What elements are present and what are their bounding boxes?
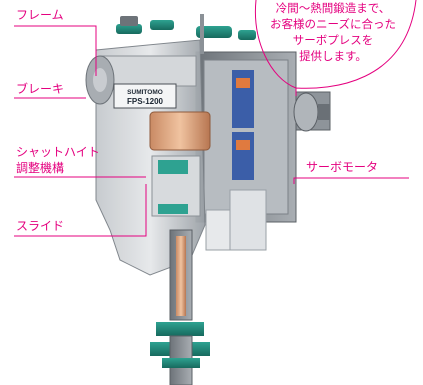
servo-motor-housing [195, 51, 331, 223]
slide-assembly [149, 111, 211, 217]
slide-leader [14, 184, 147, 237]
shut-height-label-line1: シャットハイト [16, 145, 100, 159]
frame-label: フレーム [16, 8, 64, 22]
callout-text: 冷間～熱間鍛造まで、 お客様のニーズに合った サーボプレスを 提供します。 [251, 0, 415, 88]
brake-dome [85, 55, 115, 105]
slide-label: スライド [16, 219, 65, 233]
callout-line-1: 冷間～熱間鍛造まで、 [275, 1, 391, 15]
callout-line-4: 提供します。 [299, 49, 367, 63]
callout-line-3: サーボプレスを [292, 33, 374, 47]
servo-motor-label: サーボモータ [306, 160, 379, 174]
servo-motor-leader [293, 177, 409, 184]
leader-lines [14, 0, 417, 237]
nameplate-brand: SUMITOMO [127, 89, 163, 96]
top-caps [116, 14, 256, 54]
callout-outline [254, 0, 417, 96]
callout-line-2: お客様のニーズに合った [270, 17, 396, 31]
ram-column [150, 229, 210, 385]
brake-label: ブレーキ [16, 82, 65, 96]
nameplate-model: FPS-1200 [127, 97, 164, 106]
shut-height-label-line2: 調整機構 [16, 161, 65, 175]
nameplate: SUMITOMO FPS-1200 [113, 83, 177, 109]
frame-leader [14, 25, 97, 76]
